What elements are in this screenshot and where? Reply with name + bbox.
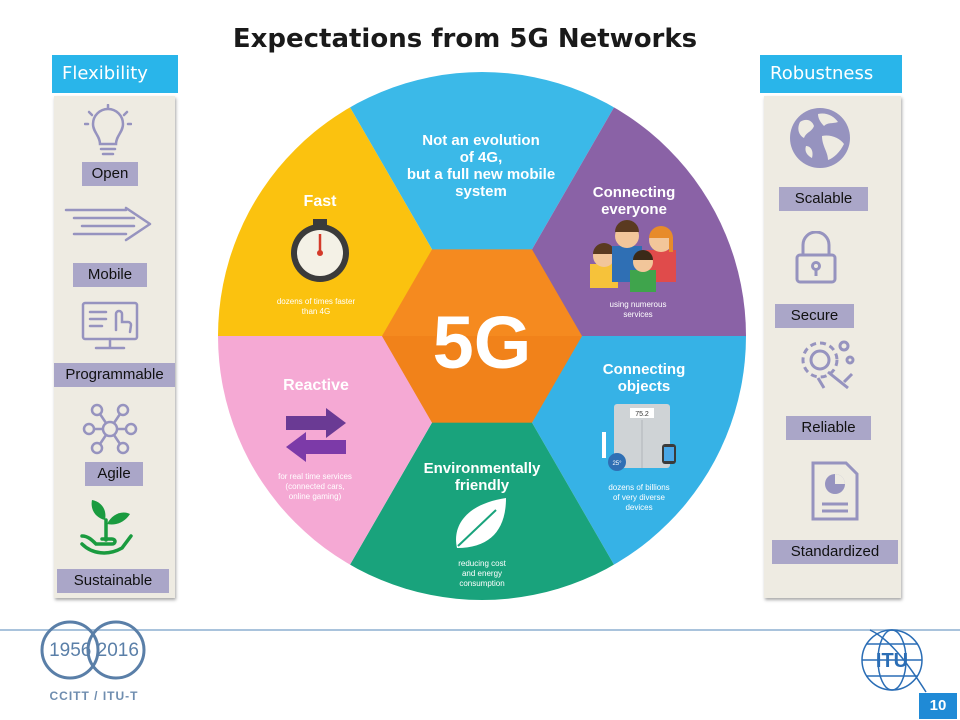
top-line-1: Not an evolution <box>422 132 540 149</box>
top-line-4: system <box>455 183 507 200</box>
padlock-icon <box>795 231 837 284</box>
exchange-arrows-icon <box>286 408 346 462</box>
page-number: 10 <box>919 693 957 719</box>
everyone-title-2: everyone <box>601 201 667 218</box>
objects-title-1: Connecting <box>603 361 686 378</box>
segment-bottom <box>329 336 635 600</box>
network-nodes-icon <box>82 403 138 455</box>
reactive-title: Reactive <box>283 377 349 394</box>
programmable-label: Programmable <box>54 363 175 387</box>
everyone-caption-2: services <box>623 310 652 319</box>
fast-caption-2: than 4G <box>302 307 330 316</box>
mobile-label: Mobile <box>73 263 147 287</box>
speed-arrow-icon <box>64 206 152 242</box>
lightbulb-icon <box>84 104 132 156</box>
itu-logo: ITU <box>861 629 927 693</box>
agile-label: Agile <box>85 462 143 486</box>
svg-text:ITU: ITU <box>876 650 908 672</box>
everyone-title-1: Connecting <box>593 184 676 201</box>
sustainable-label: Sustainable <box>57 569 169 593</box>
env-caption-1: reducing cost <box>458 559 506 568</box>
gears-icon <box>801 340 855 390</box>
reactive-caption-3: online gaming) <box>289 492 342 501</box>
fast-caption-1: dozens of times faster <box>277 297 356 306</box>
env-caption-2: and energy <box>462 569 502 578</box>
leaf-icon <box>456 498 506 548</box>
fast-title: Fast <box>304 193 338 210</box>
reactive-caption-2: (connected cars, <box>285 482 344 491</box>
reactive-caption-1: for real time services <box>278 472 352 481</box>
watch-reading: 25° <box>612 461 622 467</box>
top-line-2: of 4G, <box>460 149 503 166</box>
smart-scale-watch-icon: 75.2 25° <box>602 404 676 471</box>
people-group-icon <box>590 220 676 292</box>
robustness-header: Robustness <box>760 55 902 93</box>
svg-text:1956 2016: 1956 2016 <box>49 640 139 661</box>
svg-text:CCITT / ITU-T: CCITT / ITU-T <box>50 689 139 703</box>
scale-reading: 75.2 <box>635 411 649 418</box>
slide-title: Expectations from 5G Networks <box>232 24 698 54</box>
flexibility-header: Flexibility <box>52 55 178 93</box>
stopwatch-icon <box>291 219 349 282</box>
5g-wheel-diagram: 5G Not an evolution of 4G, but a full ne… <box>218 72 746 600</box>
monitor-touch-icon <box>81 301 139 350</box>
objects-caption-1: dozens of billions <box>608 483 669 492</box>
globe-icon <box>790 108 850 168</box>
anniversary-logo: 1956 2016 CCITT / ITU-T <box>40 620 146 703</box>
scalable-label: Scalable <box>779 187 868 211</box>
footer-divider <box>0 629 960 631</box>
robustness-panel <box>764 96 901 598</box>
document-chart-icon <box>811 461 859 521</box>
top-line-3: but a full new mobile <box>407 166 555 183</box>
everyone-caption-1: using numerous <box>610 300 667 309</box>
sprout-hand-icon <box>80 500 133 555</box>
reliable-label: Reliable <box>786 416 871 440</box>
secure-label: Secure <box>775 304 854 328</box>
objects-caption-2: of very diverse <box>613 493 666 502</box>
objects-caption-3: devices <box>625 503 652 512</box>
env-caption-3: consumption <box>459 579 504 588</box>
open-label: Open <box>82 162 138 186</box>
env-title-2: friendly <box>455 477 510 494</box>
objects-title-2: objects <box>618 378 671 395</box>
standardized-label: Standardized <box>772 540 898 564</box>
segment-top <box>329 72 635 336</box>
center-5g-label: 5G <box>433 301 532 384</box>
env-title-1: Environmentally <box>424 460 541 477</box>
